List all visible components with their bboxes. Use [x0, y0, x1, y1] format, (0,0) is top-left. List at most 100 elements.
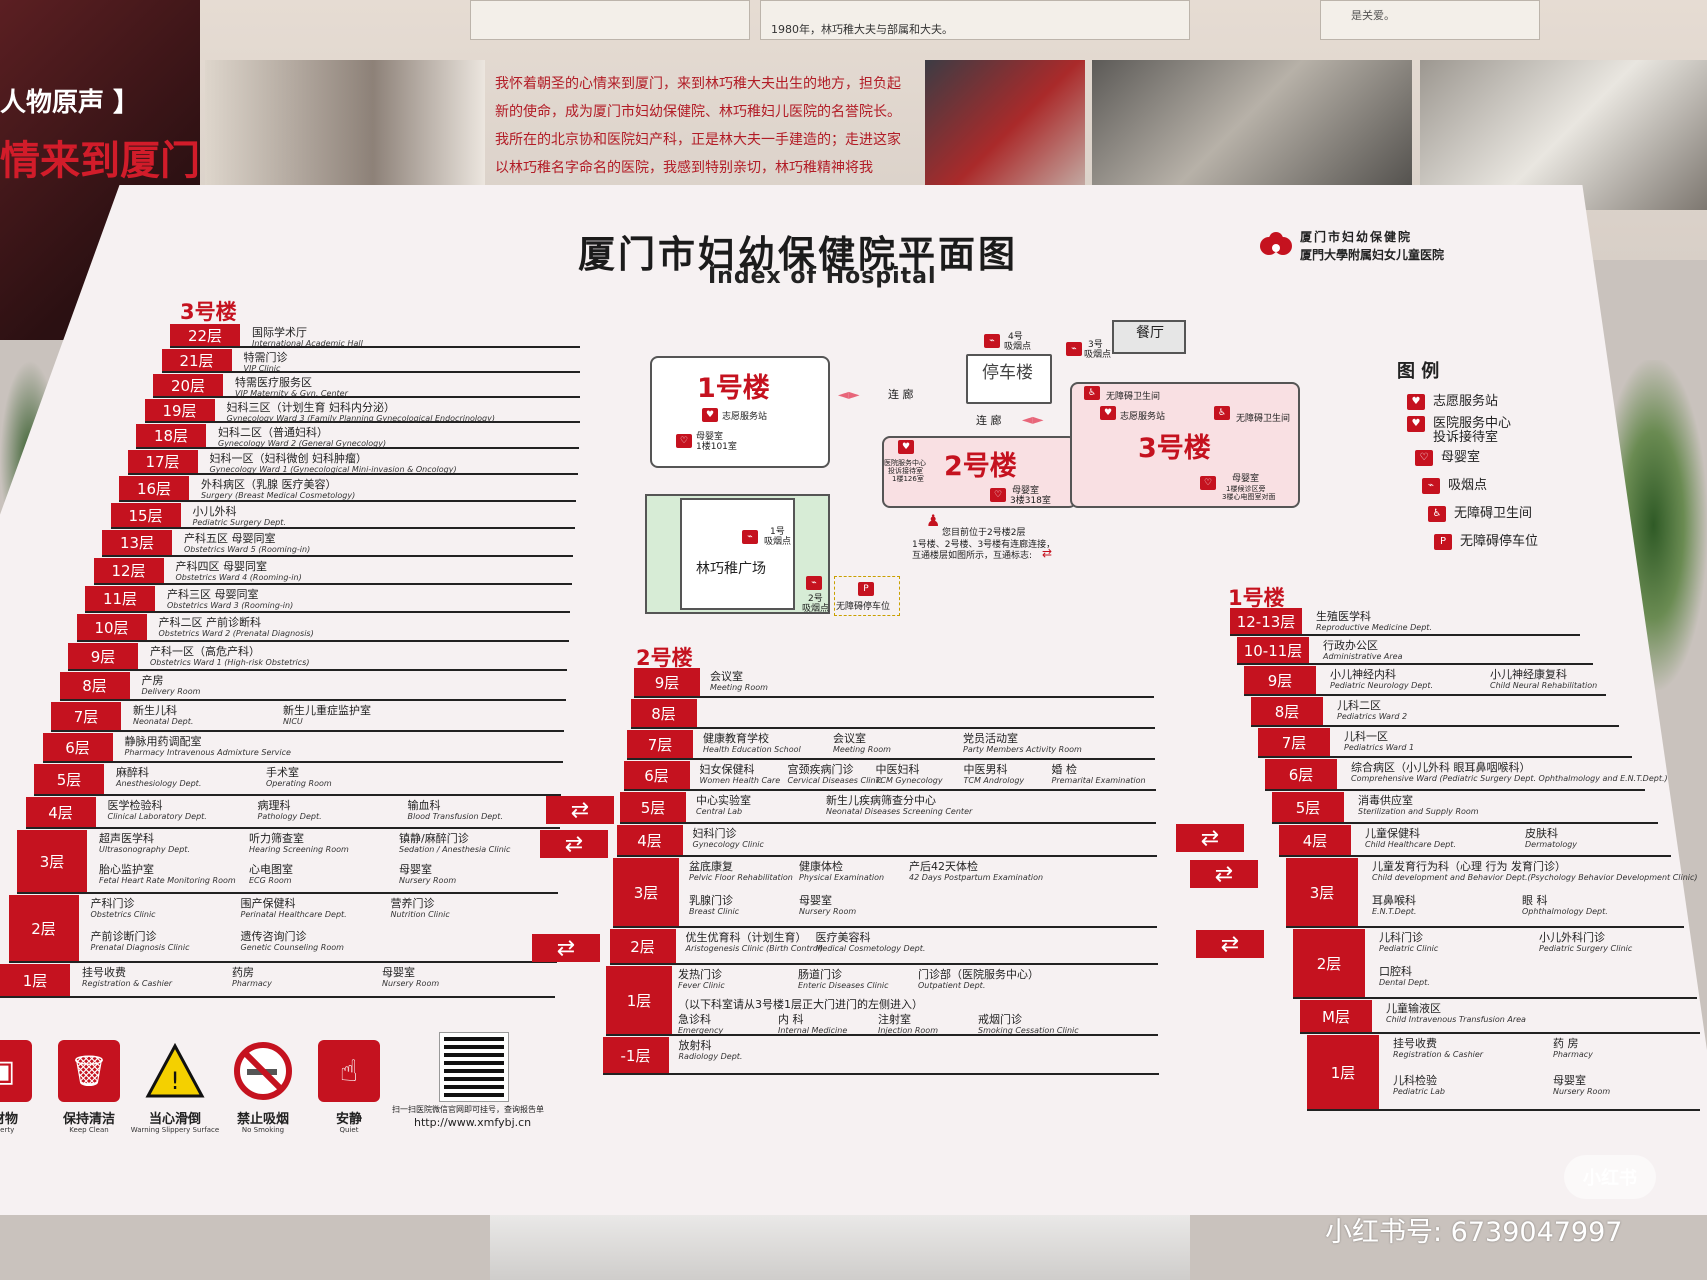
department-name: 党员活动室	[963, 732, 1018, 745]
floor-number: 11层	[85, 586, 155, 611]
department-name-en: Registration & Cashier	[82, 979, 173, 988]
department-entry: （以下科室请从3号楼1层正大门进门的左侧进入）	[678, 999, 923, 1011]
department-name: 静脉用药调配室	[124, 735, 202, 748]
floor-number: 6层	[623, 761, 690, 789]
plan-smoke2: 2号	[808, 594, 823, 604]
department-name: 儿童输液区	[1386, 1002, 1441, 1015]
floor-number: 5层	[620, 792, 686, 822]
plan-parking-label: 停车楼	[982, 363, 1033, 383]
department-entry: 综合病区（小儿外科 眼耳鼻咽喉科）Comprehensive Ward (Ped…	[1351, 761, 1668, 784]
website-url[interactable]: http://www.xmfybj.cn	[414, 1116, 532, 1129]
plan-building2	[882, 436, 1077, 508]
department-name-en: Cervical Diseases Clinic	[787, 776, 883, 785]
department-name: 产科一区（高危产科）	[150, 645, 260, 658]
department-name-en: Enteric Diseases Clinic	[798, 981, 889, 990]
department-name: 产房	[141, 674, 164, 687]
department-name-en: International Academic Hall	[252, 339, 363, 348]
department-name: 门诊部（医院服务中心）	[918, 968, 1039, 981]
wheelchair-icon: ♿	[1214, 406, 1230, 420]
qr-code[interactable]	[439, 1032, 509, 1102]
floor-row: 9层产科一区（高危产科）Obstetrics Ward 1 (High-risk…	[68, 643, 567, 671]
department-name-en: Pediatrics Ward 1	[1344, 743, 1415, 752]
floor-number: 20层	[153, 374, 223, 396]
plan-canteen	[1112, 320, 1186, 354]
department-name: 综合病区（小儿外科 眼耳鼻咽喉科）	[1351, 761, 1531, 774]
background-caption-2: 是关爱。	[1320, 0, 1540, 40]
corridor-arrow-icon: ⇄	[1176, 824, 1244, 852]
plan-connect-note-1: 1号楼、2号楼、3号楼有连廊连接，	[912, 540, 1056, 550]
legend-item-smoking: ⌁吸烟点	[1422, 474, 1487, 494]
department-name-en: Obstetrics Ward 4 (Rooming-in)	[175, 573, 302, 582]
floor-number: 7层	[627, 730, 693, 758]
department-name: 发热门诊	[678, 968, 722, 981]
department-name: 新生儿科	[133, 704, 177, 717]
floor-row: 8层	[630, 699, 1155, 729]
you-are-here-icon: ♟	[926, 511, 941, 530]
department-name: 医学检验科	[107, 799, 163, 812]
notice-label: 保持清洁	[62, 1112, 115, 1127]
floor-number: 15层	[110, 503, 181, 527]
plan-building1-label: 1号楼	[697, 373, 770, 404]
department-name: 母婴室	[1553, 1074, 1586, 1087]
department-name: 行政办公区	[1323, 639, 1378, 652]
department-name-en: Nursery Room	[382, 979, 440, 988]
corridor-arrow-icon: ⇄	[1190, 860, 1258, 888]
service-icon: ♥	[1407, 415, 1425, 432]
department-name: 婚 检	[1051, 763, 1078, 776]
plan-building1	[650, 356, 830, 468]
department-name: 产前诊断门诊	[90, 930, 157, 943]
department-name: 医疗美容科	[815, 931, 871, 944]
department-name: 超声医学科	[99, 832, 154, 845]
department-entry: 门诊部（医院服务中心）Outpatient Dept.	[918, 968, 1039, 991]
watermark-logo: 小红书	[1564, 1155, 1656, 1199]
department-name-en: Obstetrics Clinic	[90, 910, 156, 919]
department-name: 新生儿疾病筛查分中心	[826, 794, 936, 807]
floor-number: 2层	[609, 929, 676, 963]
department-name-en: Nursery Room	[399, 876, 457, 885]
department-name: 母婴室	[399, 863, 432, 876]
department-name-en: Breast Clinic	[689, 907, 740, 916]
department-name: 会议室	[833, 732, 866, 745]
notice-label-en: Warning Slippery Surface	[130, 1126, 220, 1134]
plan-barrier-parking: 无障碍停车位	[836, 602, 891, 612]
plan-plaza	[680, 498, 795, 610]
building3-title: 3号楼	[180, 300, 237, 324]
department-name: 母婴室	[799, 894, 832, 907]
floor-number: 3层	[1286, 858, 1358, 926]
department-name: 产后42天体检	[909, 860, 978, 873]
department-name: 小儿神经康复科	[1490, 668, 1567, 681]
floor-number: 2层	[8, 895, 79, 961]
plan-corridor-1: 连 廊	[888, 388, 914, 401]
floor-row: 3层儿童发育行为科（心理 行为 发育门诊）Child development a…	[1286, 858, 1698, 928]
department-name-en: Obstetrics Ward 1 (High-risk Obstetrics)	[150, 658, 310, 667]
plan-barrier-toilet-b: 无障碍卫生间	[1236, 414, 1291, 424]
department-name-en: Ophthalmology Dept.	[1522, 907, 1608, 916]
department-name: 儿童发育行为科（心理 行为 发育门诊）	[1372, 860, 1566, 873]
department-name-en: VIP Maternity & Gyn. Center	[235, 389, 348, 398]
